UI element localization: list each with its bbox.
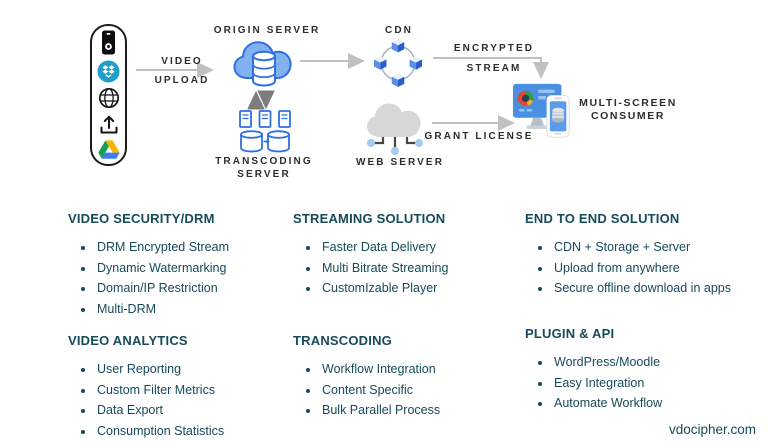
feature-list: User Reporting Custom Filter Metrics Dat… <box>68 359 293 441</box>
globe-icon <box>98 87 120 109</box>
list-item: Multi-DRM <box>95 299 293 320</box>
section-title: TRANSCODING <box>293 333 392 348</box>
list-item: Custom Filter Metrics <box>95 380 293 401</box>
architecture-diagram: VIDEO UPLOAD ORIGIN SERVER <box>0 0 768 200</box>
feature-list: Faster Data Delivery Multi Bitrate Strea… <box>293 237 525 299</box>
transcoding-server-icon <box>237 110 293 159</box>
list-item: WordPress/Moodle <box>552 352 768 373</box>
grant-license-label: GRANT LICENSE <box>424 131 534 142</box>
dropbox-icon <box>97 60 120 83</box>
section-video-security-drm: VIDEO SECURITY/DRM DRM Encrypted Stream … <box>68 211 293 319</box>
list-item: Consumption Statistics <box>95 421 293 442</box>
origin-server-icon <box>232 36 296 93</box>
list-item: Automate Workflow <box>552 393 768 414</box>
feature-list: WordPress/Moodle Easy Integration Automa… <box>525 352 768 414</box>
section-title: END TO END SOLUTION <box>525 211 680 226</box>
section-title: PLUGIN & API <box>525 326 615 341</box>
transcoding-server-label: TRANSCODING SERVER <box>215 156 313 180</box>
web-server-label: WEB SERVER <box>355 157 445 168</box>
encrypted-stream-label-line1: ENCRYPTED <box>453 43 535 54</box>
list-item: DRM Encrypted Stream <box>95 237 293 258</box>
list-item: Upload from anywhere <box>552 258 768 279</box>
list-item: CDN + Storage + Server <box>552 237 768 258</box>
list-item: Data Export <box>95 400 293 421</box>
feature-list: CDN + Storage + Server Upload from anywh… <box>525 237 768 299</box>
list-item: Domain/IP Restriction <box>95 278 293 299</box>
cdn-icon <box>373 38 423 93</box>
section-title: VIDEO ANALYTICS <box>68 333 188 348</box>
section-end-to-end-solution: END TO END SOLUTION CDN + Storage + Serv… <box>525 211 768 319</box>
encrypted-stream-label-line2: STREAM <box>466 63 522 74</box>
list-item: Multi Bitrate Streaming <box>320 258 525 279</box>
section-plugin-api: PLUGIN & API WordPress/Moodle Easy Integ… <box>525 326 768 441</box>
cdn-label: CDN <box>385 25 413 36</box>
origin-server-label: ORIGIN SERVER <box>213 25 321 36</box>
multi-screen-consumer-icon <box>512 82 576 145</box>
video-upload-label-line1: VIDEO <box>161 56 203 67</box>
list-item: CustomIzable Player <box>320 278 525 299</box>
connector-arrows <box>136 53 549 131</box>
google-drive-icon <box>97 140 120 160</box>
web-server-icon <box>364 98 434 161</box>
multi-screen-consumer-label: MULTI-SCREEN CONSUMER <box>579 97 677 122</box>
section-title: VIDEO SECURITY/DRM <box>68 211 215 226</box>
list-item: Workflow Integration <box>320 359 525 380</box>
upload-sources-panel <box>90 24 127 166</box>
list-item: Easy Integration <box>552 373 768 394</box>
features-grid: VIDEO SECURITY/DRM DRM Encrypted Stream … <box>68 211 768 441</box>
section-transcoding: TRANSCODING Workflow Integration Content… <box>293 333 525 441</box>
section-title: STREAMING SOLUTION <box>293 211 446 226</box>
upload-icon <box>98 113 120 135</box>
video-upload-label-line2: UPLOAD <box>154 75 210 86</box>
arrow-encrypted-stream <box>433 57 549 79</box>
section-video-analytics: VIDEO ANALYTICS User Reporting Custom Fi… <box>68 333 293 441</box>
camera-icon <box>101 30 116 55</box>
website-url: vdocipher.com <box>668 422 756 437</box>
section-streaming-solution: STREAMING SOLUTION Faster Data Delivery … <box>293 211 525 319</box>
list-item: Secure offline download in apps <box>552 278 768 299</box>
list-item: User Reporting <box>95 359 293 380</box>
list-item: Faster Data Delivery <box>320 237 525 258</box>
feature-list: DRM Encrypted Stream Dynamic Watermarkin… <box>68 237 293 319</box>
list-item: Bulk Parallel Process <box>320 400 525 421</box>
list-item: Dynamic Watermarking <box>95 258 293 279</box>
feature-list: Workflow Integration Content Specific Bu… <box>293 359 525 421</box>
list-item: Content Specific <box>320 380 525 401</box>
